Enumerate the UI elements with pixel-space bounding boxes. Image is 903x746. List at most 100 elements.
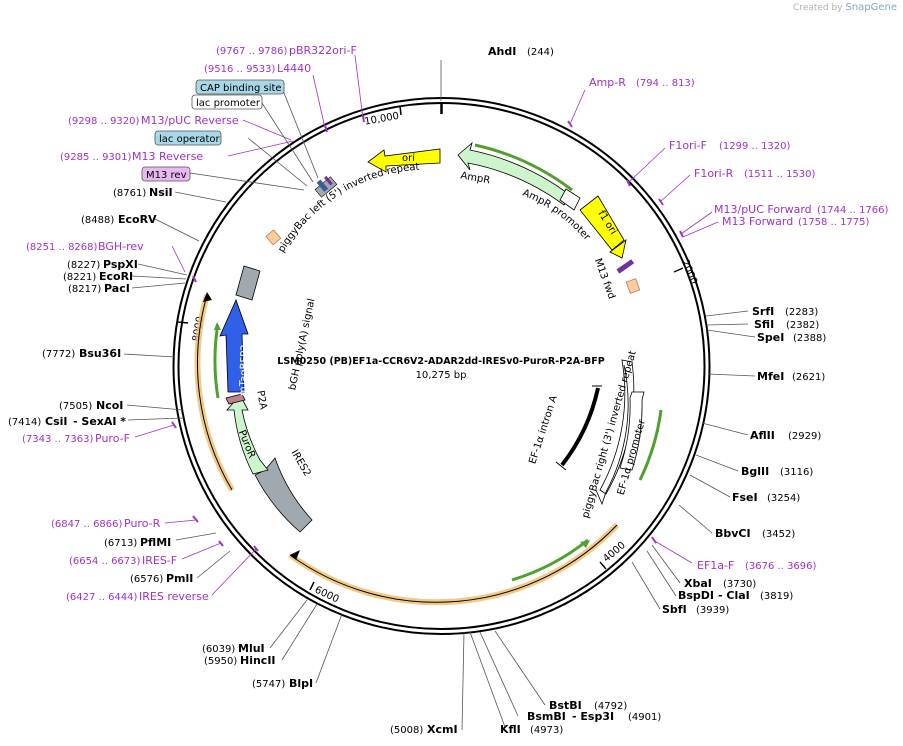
svg-text:lac operator: lac operator xyxy=(159,134,220,145)
site-bglii[interactable]: BglII (3116) xyxy=(741,465,813,478)
site-srfi[interactable]: SrfI (2283) xyxy=(752,305,818,318)
feature-ires2[interactable]: IRES2 xyxy=(254,448,313,533)
svg-text:MluI: MluI xyxy=(238,642,265,655)
svg-text:Amp-R: Amp-R xyxy=(589,76,626,89)
primer-ef1a-f[interactable]: EF1a-F (3676 .. 3696) xyxy=(697,559,817,572)
site-spei[interactable]: SpeI (2388) xyxy=(757,331,826,344)
site-paci[interactable]: (8217) PacI xyxy=(68,282,130,295)
svg-text:XbaI: XbaI xyxy=(684,577,712,590)
svg-text:CsiI: CsiI xyxy=(45,415,67,428)
site-fsei[interactable]: FseI (3254) xyxy=(732,491,800,504)
svg-text:(1299 .. 1320): (1299 .. 1320) xyxy=(719,141,791,152)
site-bspdi-clai[interactable]: BspDI - ClaI (3819) xyxy=(678,589,793,602)
site-ahdi[interactable]: AhdI (244) xyxy=(488,45,554,58)
box-lac-promoter[interactable]: lac promoter xyxy=(191,94,263,110)
svg-text:- SexAI *: - SexAI * xyxy=(73,415,126,428)
svg-text:Puro-R: Puro-R xyxy=(124,517,161,530)
box-lac-operator[interactable]: lac operator xyxy=(154,130,222,146)
feature-small-orange-left xyxy=(265,229,282,246)
svg-text:BstBI: BstBI xyxy=(549,699,582,712)
svg-text:PmlI: PmlI xyxy=(166,572,193,585)
primer-ires-reverse[interactable]: (6427 .. 6444) IRES reverse xyxy=(66,590,209,603)
svg-text:(5747): (5747) xyxy=(252,679,285,690)
feature-mtagbfp2-label: mTagBFP2 xyxy=(238,344,251,396)
primer-puro-f[interactable]: (7343 .. 7363) Puro-F xyxy=(22,432,130,445)
site-sbfi[interactable]: SbfI (3939) xyxy=(662,603,729,616)
primer-m13puc-forward[interactable]: M13/pUC Forward (1744 .. 1766) xyxy=(714,203,889,216)
site-ncoi[interactable]: (7505) NcoI xyxy=(59,399,123,412)
svg-text:(7772): (7772) xyxy=(42,349,75,360)
plasmid-length: 10,275 bp xyxy=(416,370,467,381)
primer-bgh-rev[interactable]: (8251 .. 8268) BGH-rev xyxy=(26,240,144,253)
site-pmli[interactable]: (6576) PmlI xyxy=(130,572,193,585)
primer-f1ori-f[interactable]: F1ori-F (1299 .. 1320) xyxy=(669,139,791,152)
feature-ampr-label: AmpR xyxy=(460,170,491,186)
primer-m13puc-rev[interactable]: (9298 .. 9320) M13/pUC Reverse xyxy=(68,114,239,127)
site-sfii[interactable]: SfiI (2382) xyxy=(754,318,819,331)
svg-text:M13/pUC Reverse: M13/pUC Reverse xyxy=(141,114,239,127)
feature-ef1a-intron[interactable]: EF-1α intron A xyxy=(527,385,602,471)
svg-text:(5950): (5950) xyxy=(204,656,237,667)
primer-m13-forward[interactable]: M13 Forward (1758 .. 1775) xyxy=(722,215,870,228)
feature-ori[interactable]: ori xyxy=(367,148,441,173)
primer-amp-r[interactable]: Amp-R (794 .. 813) xyxy=(589,76,695,89)
feature-f1-ori[interactable]: f1 ori xyxy=(579,195,627,259)
svg-text:(2388): (2388) xyxy=(793,333,826,344)
site-bsu36i[interactable]: (7772) Bsu36I xyxy=(42,347,121,360)
site-xcmi[interactable]: (5008) XcmI xyxy=(390,723,458,736)
site-kfli[interactable]: KflI (4973) xyxy=(500,723,563,736)
site-bsmbi-esp3i[interactable]: BsmBI - Esp3I (4901) xyxy=(527,710,661,723)
site-xbai[interactable]: XbaI (3730) xyxy=(684,577,756,590)
svg-text:(3730): (3730) xyxy=(723,579,756,590)
primer-l4440[interactable]: (9516 .. 9533) L4440 xyxy=(204,62,311,75)
svg-text:MfeI: MfeI xyxy=(757,370,784,383)
snapgene-credit: Created by SnapGene xyxy=(793,2,897,13)
site-bstbi[interactable]: BstBI (4792) xyxy=(549,699,627,712)
svg-text:(7414): (7414) xyxy=(8,417,41,428)
site-aflii[interactable]: AflII (2929) xyxy=(750,429,821,442)
feature-piggybac-left[interactable]: piggyBac left (5') inverted repeat xyxy=(276,162,420,255)
site-ecorv[interactable]: (8488) EcoRV xyxy=(81,213,157,226)
svg-text:SrfI: SrfI xyxy=(752,305,774,318)
svg-text:(4792): (4792) xyxy=(594,701,627,712)
site-blpi[interactable]: (5747) BlpI xyxy=(252,677,313,690)
svg-text:(3452): (3452) xyxy=(762,529,795,540)
svg-text:(5008): (5008) xyxy=(390,725,423,736)
site-bbvci[interactable]: BbvCI (3452) xyxy=(715,527,795,540)
svg-text:(3116): (3116) xyxy=(780,467,813,478)
site-ecori[interactable]: (8221) EcoRI xyxy=(63,270,133,283)
svg-text:(9516 .. 9533): (9516 .. 9533) xyxy=(204,64,276,75)
svg-text:(3819): (3819) xyxy=(760,591,793,602)
site-csii-sexai[interactable]: (7414) CsiI - SexAI * xyxy=(8,415,126,428)
site-mlui[interactable]: (6039) MluI xyxy=(202,642,265,655)
feature-m13-fwd[interactable]: M13 fwd xyxy=(592,257,635,301)
feature-mtagbfp2[interactable]: mTagBFP2 xyxy=(219,298,251,396)
site-mfei[interactable]: MfeI (2621) xyxy=(757,370,825,383)
svg-text:(6654 .. 6673): (6654 .. 6673) xyxy=(69,556,141,567)
site-nsii[interactable]: (8761) NsiI xyxy=(113,186,173,199)
svg-text:PacI: PacI xyxy=(104,282,130,295)
svg-text:(6847 .. 6866): (6847 .. 6866) xyxy=(51,519,123,530)
primer-f1ori-r[interactable]: F1ori-R (1511 .. 1530) xyxy=(694,167,816,180)
box-m13-rev[interactable]: M13 rev xyxy=(141,166,191,182)
site-hincii[interactable]: (5950) HincII xyxy=(204,654,276,667)
primer-m13-reverse[interactable]: (9285 .. 9301) M13 Reverse xyxy=(60,150,203,163)
svg-text:CAP binding site: CAP binding site xyxy=(200,83,282,94)
site-pspxi[interactable]: (8227) PspXI xyxy=(67,258,138,271)
svg-text:(8217): (8217) xyxy=(68,284,101,295)
svg-text:NsiI: NsiI xyxy=(149,186,173,199)
svg-text:(8227): (8227) xyxy=(67,260,100,271)
svg-text:M13/pUC Forward: M13/pUC Forward xyxy=(714,203,812,216)
feature-p2a[interactable]: P2A xyxy=(225,390,268,411)
svg-text:(6576): (6576) xyxy=(130,574,163,585)
svg-text:BspDI: BspDI xyxy=(678,589,714,602)
svg-text:KflI: KflI xyxy=(500,723,521,736)
primer-pbr322ori-f[interactable]: (9767 .. 9786) pBR322ori-F xyxy=(216,44,357,57)
primer-puro-r[interactable]: (6847 .. 6866) Puro-R xyxy=(51,517,161,530)
svg-text:F1ori-F: F1ori-F xyxy=(669,139,707,152)
site-pflmi[interactable]: (6713) PflMI xyxy=(104,536,171,549)
feature-ampr[interactable]: AmpR xyxy=(457,141,573,206)
svg-text:(794 .. 813): (794 .. 813) xyxy=(636,78,695,89)
primer-ires-f[interactable]: (6654 .. 6673) IRES-F xyxy=(69,554,177,567)
box-cap-binding-site[interactable]: CAP binding site xyxy=(195,79,285,95)
